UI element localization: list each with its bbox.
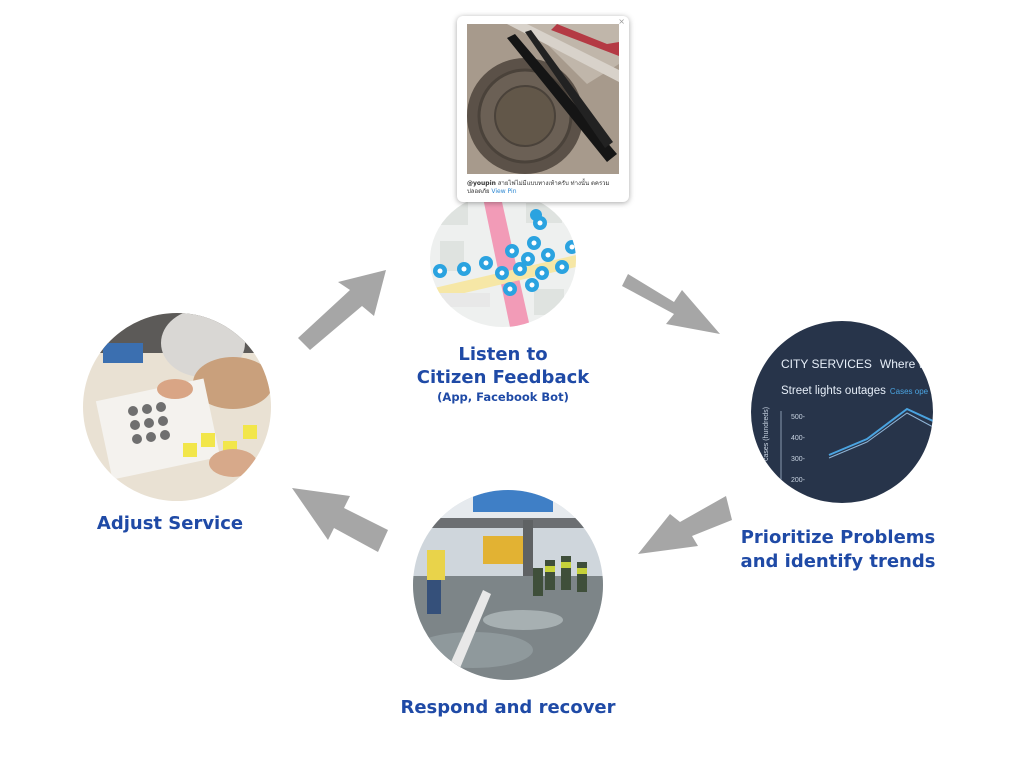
manhole-photo xyxy=(467,24,619,174)
dashboard-trend-line xyxy=(780,407,933,501)
arrow-prioritize-to-respond xyxy=(638,496,732,554)
arrow-listen-to-adjust xyxy=(298,270,386,350)
view-pin-link[interactable]: View Pin xyxy=(491,188,517,195)
tick-label: 300- xyxy=(791,456,806,463)
prioritize-title-line2: and identify trends xyxy=(740,551,936,572)
listen-title-line1: Listen to xyxy=(458,344,548,365)
prioritize-label: Prioritize Problems and identify trends xyxy=(720,526,956,574)
popup-caption: @youpin สายไฟไม่มีแบบทางเท้าครับ ท่างนั้… xyxy=(467,180,623,196)
listen-title-line2: Citizen Feedback xyxy=(416,367,590,388)
listen-label: Listen to Citizen Feedback (App, Faceboo… xyxy=(400,343,606,405)
arrow-listen-to-prioritize xyxy=(622,274,720,334)
close-icon[interactable]: × xyxy=(618,17,625,26)
citizen-feedback-map-image xyxy=(430,193,576,327)
feedback-popup-card: @youpin สายไฟไม่มีแบบทางเท้าครับ ท่างนั้… xyxy=(457,16,629,202)
adjust-service-label: Adjust Service xyxy=(96,513,244,534)
popup-user: @youpin xyxy=(467,180,496,187)
tick-label: 500- xyxy=(791,414,806,421)
tick-label: 200- xyxy=(791,477,806,484)
popup-message: สายไฟไม่มีแบบทางเท้าครับ ท่างนั้น ตครวม … xyxy=(467,180,610,195)
prioritize-title-line1: Prioritize Problems xyxy=(740,527,936,548)
respond-label: Respond and recover xyxy=(400,697,616,718)
tick-label: 400- xyxy=(791,435,806,442)
arrow-respond-to-adjust xyxy=(292,488,388,552)
workshop-photo xyxy=(83,313,271,501)
listen-subtitle: (App, Facebook Bot) xyxy=(437,390,569,404)
flood-response-photo xyxy=(413,490,603,680)
